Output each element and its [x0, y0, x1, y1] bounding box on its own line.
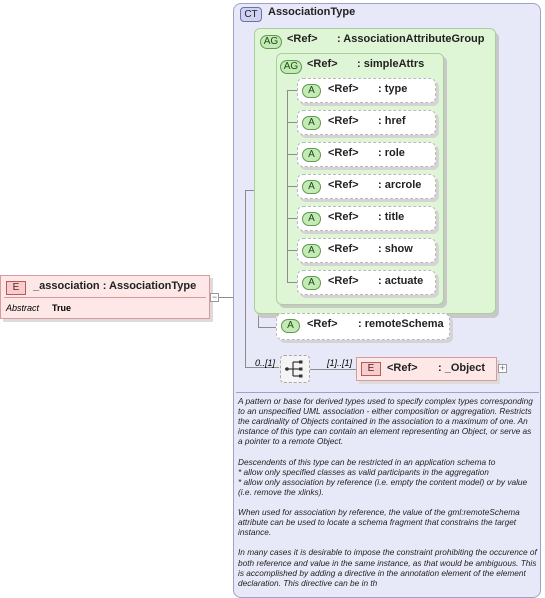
complex-type-title: AssociationType: [268, 6, 356, 18]
attribute-group-icon: AG: [280, 60, 302, 74]
collapse-icon[interactable]: −: [210, 292, 219, 302]
description-paragraph: In many cases it is desirable to impose …: [238, 547, 537, 588]
complex-type-icon: CT: [240, 7, 262, 22]
connector: [245, 367, 279, 368]
description-paragraph: A pattern or base for derived types used…: [238, 396, 533, 447]
connector: [245, 190, 246, 367]
attribute-group-outer-name: : AssociationAttributeGroup: [337, 33, 485, 45]
connector: [287, 154, 297, 155]
connector: [310, 369, 356, 370]
attribute-icon: A: [281, 319, 300, 333]
attribute-name: : title: [378, 211, 405, 223]
expand-icon[interactable]: +: [498, 363, 507, 373]
sequence-icon: [285, 360, 303, 378]
root-element-label: _association: [33, 280, 100, 292]
description-paragraph: When used for association by reference, …: [238, 507, 520, 538]
connector: [287, 218, 297, 219]
element-icon: E: [361, 362, 381, 376]
attribute-name: : type: [378, 83, 408, 95]
attribute-name: : role: [378, 147, 405, 159]
attribute-ref: <Ref>: [328, 275, 359, 287]
sequence-occurrence: 0..[1]: [255, 358, 276, 368]
connector: [245, 190, 258, 191]
attribute-icon: A: [302, 244, 321, 258]
attribute-icon: A: [302, 116, 321, 130]
connector: [287, 122, 297, 123]
attribute-ref: <Ref>: [328, 211, 359, 223]
root-element-divider: [4, 297, 206, 298]
description: A pattern or base for derived types used…: [238, 396, 538, 598]
root-element-type-sep: :: [102, 280, 107, 292]
attribute-name: : show: [378, 243, 413, 255]
attribute-group-outer-ref: <Ref>: [287, 33, 318, 45]
attribute-name: : arcrole: [378, 179, 422, 191]
connector: [287, 282, 297, 283]
abstract-label: Abstract: [6, 303, 40, 313]
attribute-name: : href: [378, 115, 406, 127]
attribute-group-inner-name: : simpleAttrs: [357, 58, 425, 70]
attribute-ref: <Ref>: [328, 179, 359, 191]
attribute-group-icon: AG: [260, 35, 282, 49]
attribute-ref: <Ref>: [328, 83, 359, 95]
attribute-group-inner-ref: <Ref>: [307, 58, 338, 70]
attribute-ref: <Ref>: [328, 147, 359, 159]
attribute-ref: <Ref>: [328, 115, 359, 127]
remote-schema-name: : remoteSchema: [358, 318, 444, 330]
remote-schema-ref: <Ref>: [307, 318, 338, 330]
attribute-icon: A: [302, 212, 321, 226]
connector: [219, 297, 245, 298]
connector: [287, 186, 297, 187]
object-occurrence: [1]..[1]: [327, 358, 353, 368]
connector: [287, 250, 297, 251]
attribute-remote-schema[interactable]: [276, 313, 450, 340]
sequence-compositor[interactable]: [280, 355, 310, 383]
object-element-ref: <Ref>: [387, 362, 418, 374]
root-element-type: AssociationType: [109, 280, 197, 292]
description-divider: [236, 392, 539, 393]
connector: [258, 327, 276, 328]
object-element-name: : _Object: [438, 362, 486, 374]
attribute-name: : actuate: [378, 275, 424, 287]
element-icon: E: [6, 281, 26, 295]
attribute-ref: <Ref>: [328, 243, 359, 255]
connector: [287, 90, 297, 91]
abstract-value: True: [52, 303, 72, 313]
attribute-icon: A: [302, 84, 321, 98]
root-element-name: _association : AssociationType: [33, 280, 196, 292]
attribute-icon: A: [302, 148, 321, 162]
attribute-icon: A: [302, 180, 321, 194]
attribute-icon: A: [302, 276, 321, 290]
description-paragraph: Descendents of this type can be restrict…: [238, 456, 528, 497]
